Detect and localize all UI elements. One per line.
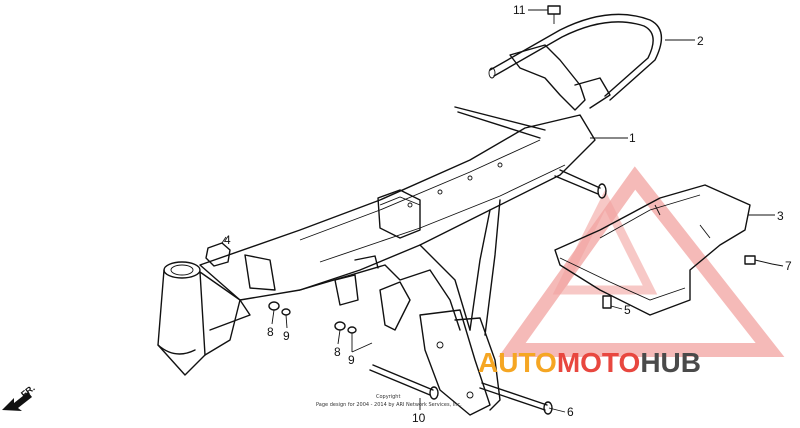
callout-7: 7 (785, 259, 792, 273)
callout-5: 5 (624, 303, 631, 317)
watermark-moto: MOTO (557, 347, 640, 378)
copyright: Copyright Page design for 2004 - 2014 by… (316, 394, 462, 408)
watermark-auto: AUTO (478, 347, 557, 378)
leader-lines (221, 9, 784, 413)
callout-2: 2 (697, 34, 704, 48)
callout-9b: 9 (348, 353, 355, 367)
callout-4: 4 (224, 233, 231, 247)
arrow-icon (2, 392, 32, 411)
callout-1: 1 (629, 131, 636, 145)
callout-10: 10 (412, 411, 426, 425)
watermark-logo (498, 166, 785, 357)
callout-8a: 8 (267, 325, 274, 339)
watermark-hub: HUB (640, 347, 701, 378)
callouts: 1 2 3 4 5 6 7 8 9 8 9 10 11 (224, 3, 792, 425)
watermark-text: AUTOMOTOHUB (478, 347, 701, 378)
grab-handle (488, 13, 663, 111)
skid-plate (554, 184, 751, 316)
copyright-line-2: Page design for 2004 - 2014 by ARI Netwo… (316, 402, 462, 408)
main-frame (157, 106, 607, 416)
svg-text:AUTOMOTOHUB: AUTOMOTOHUB (478, 347, 701, 378)
callout-3: 3 (777, 209, 784, 223)
front-direction-arrow: FR. (2, 383, 37, 411)
copyright-line-1: Copyright (376, 394, 400, 400)
callout-6: 6 (567, 405, 574, 419)
callout-11: 11 (513, 3, 526, 17)
callout-9a: 9 (283, 329, 290, 343)
callout-8b: 8 (334, 345, 341, 359)
